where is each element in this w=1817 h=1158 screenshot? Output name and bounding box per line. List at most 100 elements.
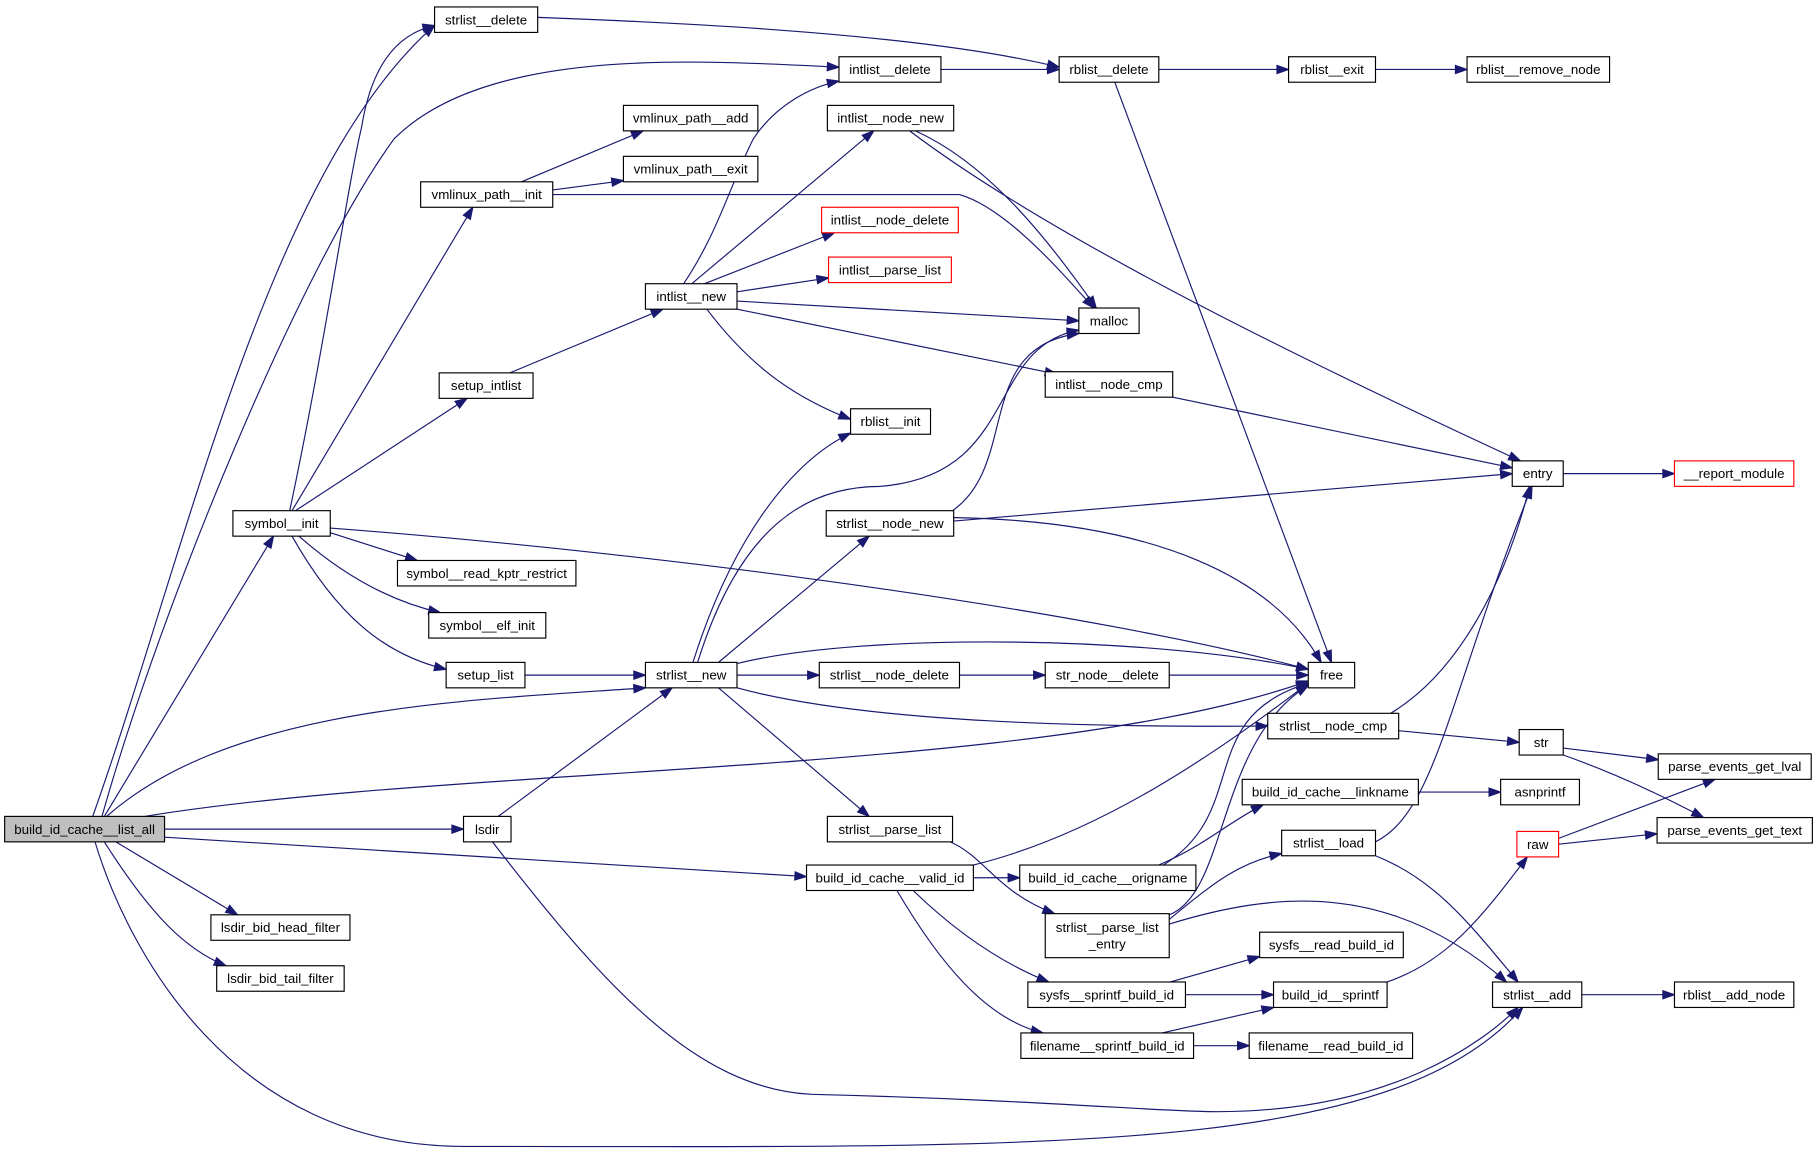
node-report-module[interactable]: __report_module <box>1673 460 1795 487</box>
node-box[interactable] <box>1491 981 1583 1009</box>
node-build-id-cache-valid-id[interactable]: build_id_cache__valid_id <box>805 864 974 892</box>
node-setup-list[interactable]: setup_list <box>445 661 526 689</box>
node-rblist-delete[interactable]: rblist__delete <box>1058 56 1160 83</box>
node-box[interactable] <box>1516 830 1560 858</box>
node-intlist-node-new[interactable]: intlist__node_new <box>826 104 955 132</box>
node-strlist-node-new[interactable]: strlist__node_new <box>825 510 955 537</box>
node-symbol-elf-init[interactable]: symbol__elf_init <box>428 612 547 639</box>
node-malloc[interactable]: malloc <box>1078 307 1140 335</box>
node-vmlinux-path-exit[interactable]: vmlinux_path__exit <box>622 155 759 183</box>
node-box[interactable] <box>622 104 759 132</box>
node-box[interactable] <box>1259 931 1404 959</box>
node-rblist-exit[interactable]: rblist__exit <box>1288 56 1377 83</box>
node-sysfs-sprintf-build-id[interactable]: sysfs__sprintf_build_id <box>1027 981 1187 1009</box>
node-filename-sprintf-build-id[interactable]: filename__sprintf_build_id <box>1020 1032 1195 1059</box>
node-box[interactable] <box>1657 753 1812 780</box>
node-box[interactable] <box>818 661 961 689</box>
node-box[interactable] <box>1267 712 1400 740</box>
node-strlist-new[interactable]: strlist__new <box>644 661 738 689</box>
node-box[interactable] <box>428 612 547 639</box>
node-box[interactable] <box>826 104 955 132</box>
node-box[interactable] <box>644 283 738 310</box>
node-box[interactable] <box>445 661 526 689</box>
node-box[interactable] <box>1500 778 1581 806</box>
node-box[interactable] <box>433 6 539 34</box>
node-strlist-node-cmp[interactable]: strlist__node_cmp <box>1267 712 1400 740</box>
node-intlist-delete[interactable]: intlist__delete <box>838 56 942 83</box>
node-box[interactable] <box>1518 728 1564 756</box>
node-box[interactable] <box>1288 56 1377 83</box>
node-box[interactable] <box>1307 661 1356 689</box>
node-strlist-add[interactable]: strlist__add <box>1491 981 1583 1009</box>
node-rblist-add-node[interactable]: rblist__add_node <box>1673 981 1795 1009</box>
node-strlist-node-delete[interactable]: strlist__node_delete <box>818 661 961 689</box>
node-intlist-parse-list[interactable]: intlist__parse_list <box>827 256 952 284</box>
node-box[interactable] <box>1241 778 1419 806</box>
node-box[interactable] <box>644 661 738 689</box>
node-box[interactable] <box>1044 913 1170 959</box>
node-vmlinux-path-init[interactable]: vmlinux_path__init <box>420 181 554 208</box>
node-box[interactable] <box>622 155 759 183</box>
node-raw[interactable]: raw <box>1516 830 1560 858</box>
node-parse-events-get-lval[interactable]: parse_events_get_lval <box>1657 753 1812 780</box>
node-box[interactable] <box>1272 981 1388 1009</box>
node-box[interactable] <box>1078 307 1140 335</box>
node-box[interactable] <box>1673 460 1795 487</box>
node-sysfs-read-build-id[interactable]: sysfs__read_build_id <box>1259 931 1404 959</box>
node-build-id-cache-origname[interactable]: build_id_cache__origname <box>1019 864 1197 892</box>
node-filename-read-build-id[interactable]: filename__read_build_id <box>1248 1032 1414 1059</box>
node-box[interactable] <box>826 815 954 843</box>
node-box[interactable] <box>420 181 554 208</box>
node-box[interactable] <box>1058 56 1160 83</box>
node-lsdir-bid-head-filter[interactable]: lsdir_bid_head_filter <box>210 914 351 941</box>
node-box[interactable] <box>1044 371 1174 398</box>
node-rblist-init[interactable]: rblist__init <box>849 408 932 435</box>
node-box[interactable] <box>1281 829 1377 857</box>
node-build-id-cache-linkname[interactable]: build_id_cache__linkname <box>1241 778 1419 806</box>
node-free[interactable]: free <box>1307 661 1356 689</box>
node-vmlinux-path-add[interactable]: vmlinux_path__add <box>622 104 759 132</box>
node-box[interactable] <box>825 510 955 537</box>
node-box[interactable] <box>1044 661 1170 689</box>
node-build-id-sprintf[interactable]: build_id__sprintf <box>1272 981 1388 1009</box>
node-box[interactable] <box>1027 981 1187 1009</box>
node-setup-intlist[interactable]: setup_intlist <box>438 372 534 399</box>
node-symbol-read-kptr-restrict[interactable]: symbol__read_kptr_restrict <box>396 559 577 587</box>
node-box[interactable] <box>1248 1032 1414 1059</box>
node-rblist-remove-node[interactable]: rblist__remove_node <box>1466 56 1611 83</box>
node-box[interactable] <box>1020 1032 1195 1059</box>
node-box[interactable] <box>216 965 345 992</box>
node-str[interactable]: str <box>1518 728 1564 756</box>
node-box[interactable] <box>1511 460 1564 487</box>
node-box[interactable] <box>827 256 952 284</box>
node-symbol-init[interactable]: symbol__init <box>232 510 331 537</box>
node-box[interactable] <box>1656 816 1813 844</box>
node-box[interactable] <box>438 372 534 399</box>
node-box[interactable] <box>462 815 512 843</box>
node-box[interactable] <box>1019 864 1197 892</box>
node-intlist-node-delete[interactable]: intlist__node_delete <box>821 206 959 234</box>
node-asnprintf[interactable]: asnprintf <box>1500 778 1581 806</box>
node-box[interactable] <box>396 559 577 587</box>
node-box[interactable] <box>849 408 932 435</box>
node-box[interactable] <box>1466 56 1611 83</box>
node-box[interactable] <box>805 864 974 892</box>
node-intlist-node-cmp[interactable]: intlist__node_cmp <box>1044 371 1174 398</box>
node-entry[interactable]: entry <box>1511 460 1564 487</box>
node-strlist-delete[interactable]: strlist__delete <box>433 6 539 34</box>
node-box[interactable] <box>838 56 942 83</box>
node-box[interactable] <box>232 510 331 537</box>
node-box[interactable] <box>210 914 351 941</box>
node-lsdir-bid-tail-filter[interactable]: lsdir_bid_tail_filter <box>216 965 345 992</box>
node-parse-events-get-text[interactable]: parse_events_get_text <box>1656 816 1813 844</box>
node-box[interactable] <box>1673 981 1795 1009</box>
node-strlist-parse-list[interactable]: strlist__parse_list <box>826 815 954 843</box>
node-strlist-parse-list-entry[interactable]: strlist__parse_list_entry <box>1044 913 1170 959</box>
node-build-id-cache-list-all[interactable]: build_id_cache__list_all <box>4 815 166 843</box>
node-strlist-load[interactable]: strlist__load <box>1281 829 1377 857</box>
node-intlist-new[interactable]: intlist__new <box>644 283 738 310</box>
node-str-node-delete[interactable]: str_node__delete <box>1044 661 1170 689</box>
node-box[interactable] <box>4 815 166 843</box>
node-lsdir[interactable]: lsdir <box>462 815 512 843</box>
node-box[interactable] <box>821 206 959 234</box>
